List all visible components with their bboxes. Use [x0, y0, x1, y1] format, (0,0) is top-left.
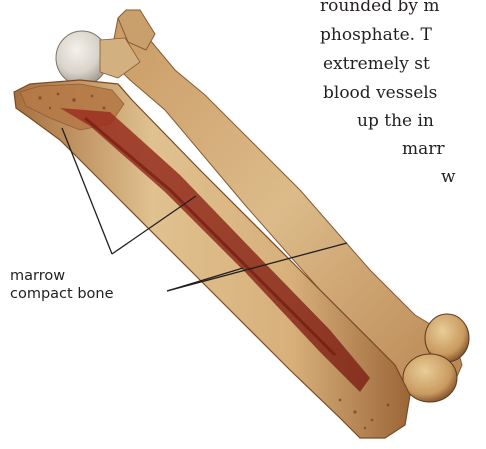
- body-text-line-4: blood vessels: [323, 79, 437, 108]
- body-text-line-1: rounded by m: [320, 0, 440, 21]
- medial-condyle: [403, 354, 457, 402]
- body-text-line-3: extremely st: [323, 50, 430, 79]
- body-text-line-6: marr: [402, 135, 445, 164]
- body-text-line-7: w: [441, 163, 456, 192]
- body-text-line-2: phosphate. T: [320, 21, 432, 50]
- compact-bone-label: compact bone: [10, 286, 114, 302]
- marrow-label: marrow: [10, 268, 65, 284]
- body-text-line-5: up the in: [357, 107, 434, 136]
